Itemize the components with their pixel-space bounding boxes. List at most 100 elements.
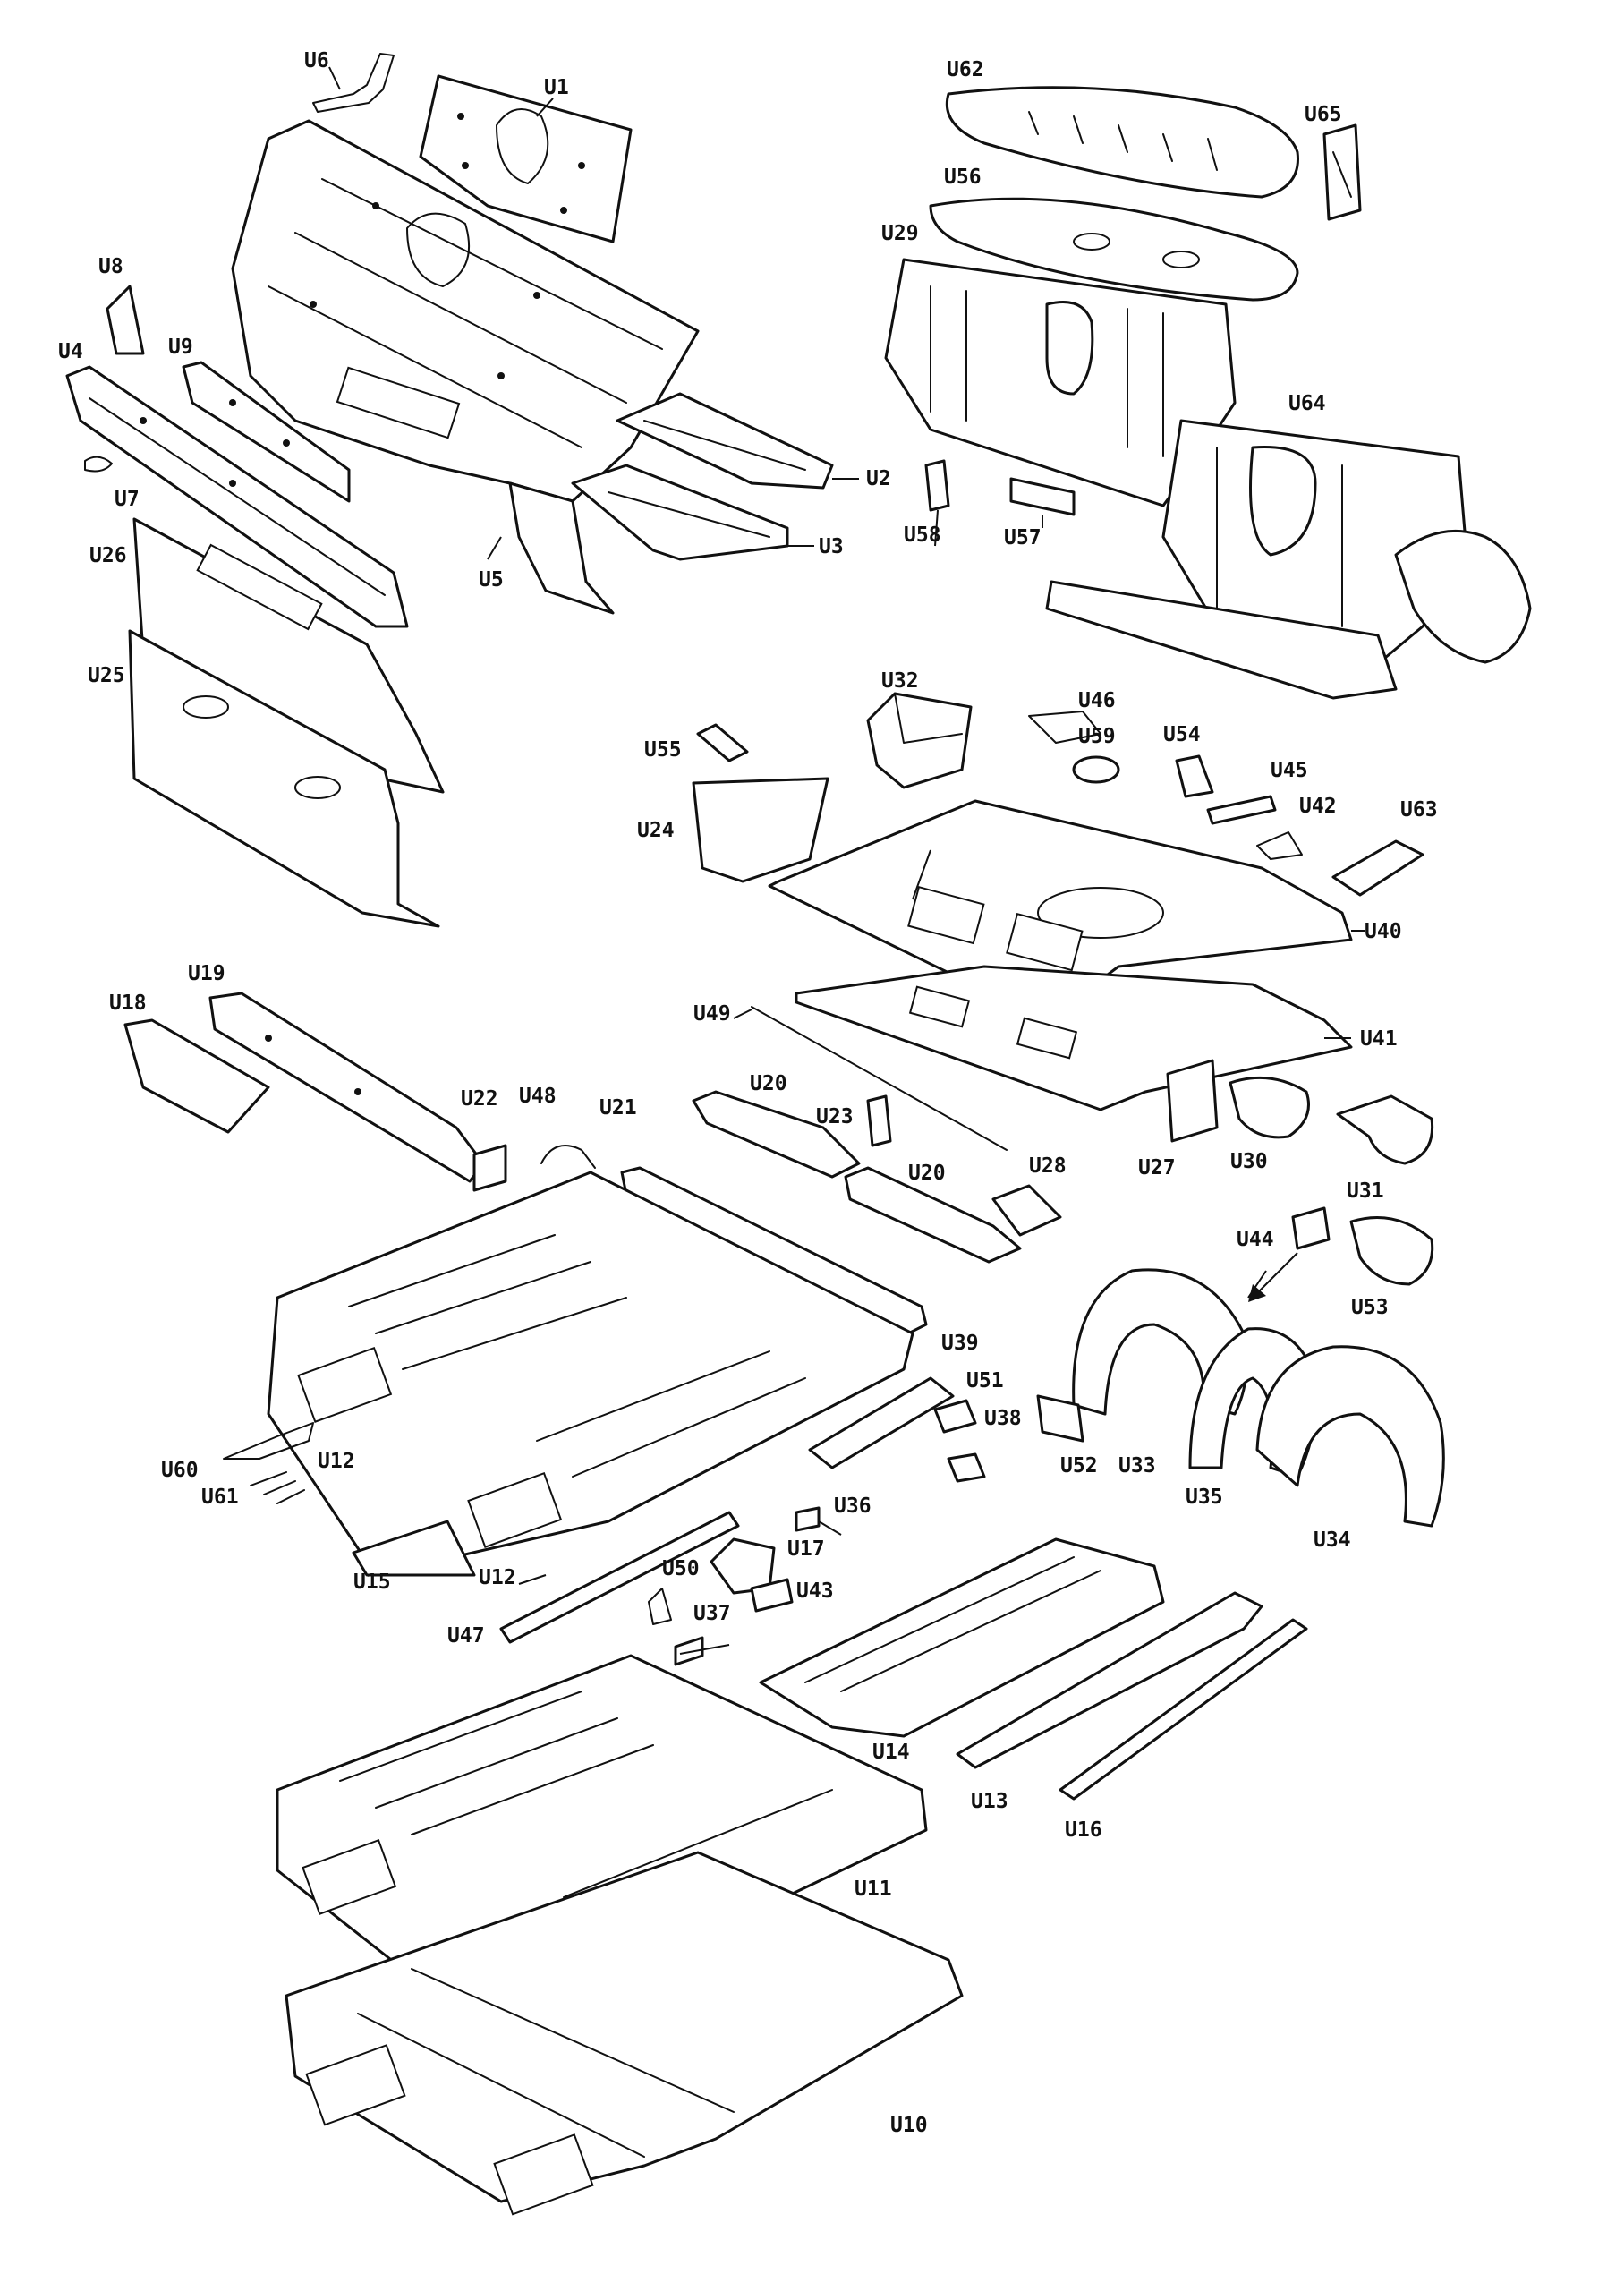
part-u34-wheel-arch bbox=[1255, 1345, 1445, 1528]
callout-u20-b: U20 bbox=[908, 1162, 946, 1185]
callout-u48: U48 bbox=[519, 1085, 557, 1108]
part-u44-bracket bbox=[1291, 1206, 1331, 1250]
callout-u53: U53 bbox=[1351, 1296, 1389, 1319]
callout-u23: U23 bbox=[816, 1105, 854, 1128]
callout-u20-a: U20 bbox=[750, 1072, 787, 1095]
callout-u31: U31 bbox=[1347, 1180, 1384, 1203]
part-u10-floor bbox=[285, 1851, 964, 2216]
part-u30-shell bbox=[1229, 1076, 1310, 1139]
part-u2-panel bbox=[616, 392, 834, 490]
callout-u5: U5 bbox=[479, 568, 504, 592]
callout-u47: U47 bbox=[447, 1624, 485, 1648]
callout-u15: U15 bbox=[353, 1571, 391, 1594]
callout-u9: U9 bbox=[168, 336, 193, 359]
part-u57-bracket bbox=[1009, 477, 1076, 516]
part-u6-bracket bbox=[312, 53, 395, 113]
callout-u51: U51 bbox=[966, 1369, 1004, 1392]
part-u28-bracket bbox=[991, 1184, 1062, 1237]
part-u24-wheelarch-panel bbox=[692, 777, 829, 883]
part-u4-rail bbox=[65, 365, 409, 628]
callout-u25: U25 bbox=[88, 664, 125, 687]
callout-u17: U17 bbox=[787, 1537, 825, 1561]
callout-u12-a: U12 bbox=[318, 1450, 355, 1473]
callout-u39: U39 bbox=[941, 1332, 979, 1355]
callout-u60: U60 bbox=[161, 1459, 199, 1482]
callout-u52: U52 bbox=[1060, 1454, 1098, 1478]
callout-u28: U28 bbox=[1029, 1154, 1067, 1178]
callout-u19: U19 bbox=[188, 962, 225, 985]
callout-u46: U46 bbox=[1078, 689, 1116, 712]
part-u64-rear-panel bbox=[1045, 419, 1532, 700]
part-u12-floor bbox=[267, 1171, 914, 1577]
callout-u58: U58 bbox=[904, 524, 941, 547]
part-u8-bracket bbox=[106, 285, 145, 355]
part-u63-bracket bbox=[1331, 839, 1424, 897]
callout-u27: U27 bbox=[1138, 1156, 1176, 1180]
callout-u57: U57 bbox=[1004, 526, 1042, 549]
leader-lines bbox=[328, 66, 1365, 1655]
part-u49-rod bbox=[751, 1006, 1008, 1151]
part-u56-shelf bbox=[929, 197, 1299, 302]
callout-u35: U35 bbox=[1186, 1486, 1223, 1509]
part-u31-bracket bbox=[1336, 1094, 1434, 1165]
callout-u12-b: U12 bbox=[479, 1566, 516, 1589]
part-u65-bracket bbox=[1322, 123, 1362, 221]
part-u5-firewall-assembly bbox=[231, 119, 700, 615]
callout-u22: U22 bbox=[461, 1087, 498, 1111]
part-u62-parcel-shelf bbox=[945, 86, 1299, 199]
part-u25-lower-panel bbox=[128, 629, 440, 928]
part-u17-bracket bbox=[710, 1537, 776, 1595]
part-u13-sill bbox=[956, 1591, 1263, 1769]
part-u40-rear-floor bbox=[768, 799, 1353, 1022]
part-u20-crossmember-a bbox=[692, 1090, 861, 1179]
callout-u62: U62 bbox=[947, 58, 984, 81]
part-u61-brackets bbox=[250, 1471, 305, 1504]
callout-u50: U50 bbox=[662, 1557, 700, 1580]
part-u43-bracket bbox=[750, 1578, 794, 1613]
part-u52-bracket bbox=[1036, 1394, 1084, 1443]
direction-arrow-u44 bbox=[1248, 1252, 1298, 1302]
part-u18-member bbox=[123, 1018, 270, 1134]
callout-u7: U7 bbox=[115, 488, 140, 511]
callout-u21: U21 bbox=[599, 1096, 637, 1120]
part-u46-bracket bbox=[1028, 711, 1101, 744]
callout-u65: U65 bbox=[1305, 103, 1342, 126]
part-u22-bracket bbox=[472, 1144, 507, 1192]
callout-u59: U59 bbox=[1078, 725, 1116, 748]
callout-u63: U63 bbox=[1400, 798, 1438, 822]
part-u51-bracket bbox=[933, 1399, 977, 1434]
part-u32-tray bbox=[866, 692, 973, 789]
callout-u45: U45 bbox=[1271, 759, 1308, 782]
callout-u33: U33 bbox=[1118, 1454, 1156, 1478]
part-u55-bracket bbox=[696, 723, 749, 762]
callout-u36: U36 bbox=[834, 1495, 872, 1518]
callout-u54: U54 bbox=[1163, 723, 1201, 746]
callout-u11: U11 bbox=[855, 1878, 892, 1901]
part-u53-shell bbox=[1349, 1216, 1434, 1286]
callout-u14: U14 bbox=[872, 1741, 910, 1764]
callout-u30: U30 bbox=[1230, 1150, 1268, 1173]
callout-u56: U56 bbox=[944, 166, 982, 189]
callout-u32: U32 bbox=[881, 669, 919, 693]
callout-u61: U61 bbox=[201, 1486, 239, 1509]
part-u7-small-bracket bbox=[84, 456, 113, 473]
callout-u4: U4 bbox=[58, 340, 83, 363]
callout-u44: U44 bbox=[1237, 1228, 1274, 1251]
callout-u8: U8 bbox=[98, 255, 123, 278]
part-u14-floor-half bbox=[759, 1537, 1165, 1738]
callout-u1: U1 bbox=[544, 76, 569, 99]
part-u1-bulkhead-plate bbox=[419, 74, 633, 243]
part-u9-rail bbox=[182, 361, 351, 503]
callout-labels: U1 U6 U2 U3 U8 U4 U9 U7 U5 U26 U25 U62 U… bbox=[58, 49, 1438, 2137]
part-u20-crossmember-b bbox=[844, 1166, 1022, 1264]
callout-u2: U2 bbox=[866, 467, 891, 490]
part-u37-bracket bbox=[674, 1636, 704, 1666]
part-u54-bracket bbox=[1175, 754, 1214, 798]
part-u29-rear-bulkhead bbox=[884, 258, 1237, 507]
part-u42-bracket bbox=[1256, 831, 1303, 860]
part-u39-rail bbox=[808, 1376, 955, 1469]
callout-u3: U3 bbox=[819, 535, 844, 558]
callout-u16: U16 bbox=[1065, 1818, 1102, 1842]
callout-u24: U24 bbox=[637, 819, 675, 842]
